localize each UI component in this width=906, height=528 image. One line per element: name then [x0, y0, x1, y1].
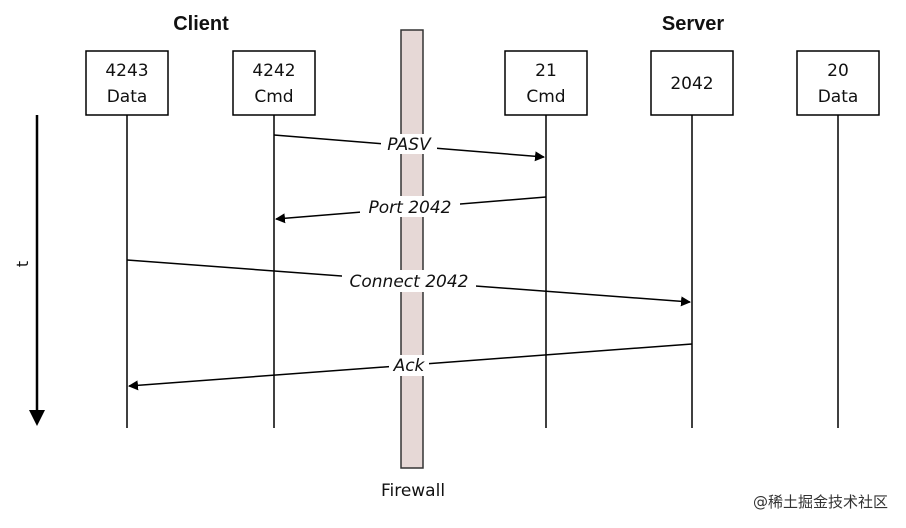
node-label-line-2: Cmd — [526, 87, 565, 107]
message-label: PASV — [387, 135, 432, 155]
firewall-label: Firewall — [381, 481, 445, 501]
node-box — [650, 50, 734, 116]
lifeline-client-data: 4243 Data — [85, 50, 169, 428]
message-label-bg — [360, 196, 460, 217]
message-label: Connect 2042 — [350, 272, 469, 292]
node-label-line-2: Data — [107, 87, 148, 107]
message-label-bg — [342, 270, 476, 292]
message-label-bg — [389, 355, 429, 376]
message-connect-2042: Connect 2042 — [126, 259, 691, 307]
node-box — [796, 50, 880, 116]
lifeline-server-2042: 2042 — [650, 50, 734, 428]
message-label-bg — [381, 134, 437, 154]
node-label-line-1: 20 — [827, 61, 849, 81]
lifeline-server-cmd: 21 Cmd — [504, 50, 588, 428]
node-label-line-1: 4242 — [252, 61, 295, 81]
node-box — [504, 50, 588, 116]
message-label: Ack — [393, 356, 426, 376]
lifeline-client-cmd: 4242 Cmd — [232, 50, 316, 428]
time-axis-label: t — [13, 261, 32, 267]
watermark-text: @稀土掘金技术社区 — [753, 493, 888, 511]
time-axis-arrowhead — [29, 410, 45, 426]
node-box — [232, 50, 316, 116]
message-pasv: PASV — [273, 134, 545, 162]
node-label-line-1: 21 — [535, 61, 557, 81]
node-label-line-2: Data — [818, 87, 859, 107]
client-group-title: Client — [173, 13, 229, 35]
message-label: Port 2042 — [369, 198, 452, 218]
node-label-line-1: 2042 — [670, 74, 713, 94]
lifeline-server-data: 20 Data — [796, 50, 880, 428]
node-label-line-2: Cmd — [254, 87, 293, 107]
firewall-bar — [400, 29, 424, 469]
server-group-title: Server — [662, 13, 724, 35]
node-label-line-1: 4243 — [105, 61, 148, 81]
message-port-2042: Port 2042 — [275, 196, 547, 224]
message-ack: Ack — [128, 343, 693, 391]
